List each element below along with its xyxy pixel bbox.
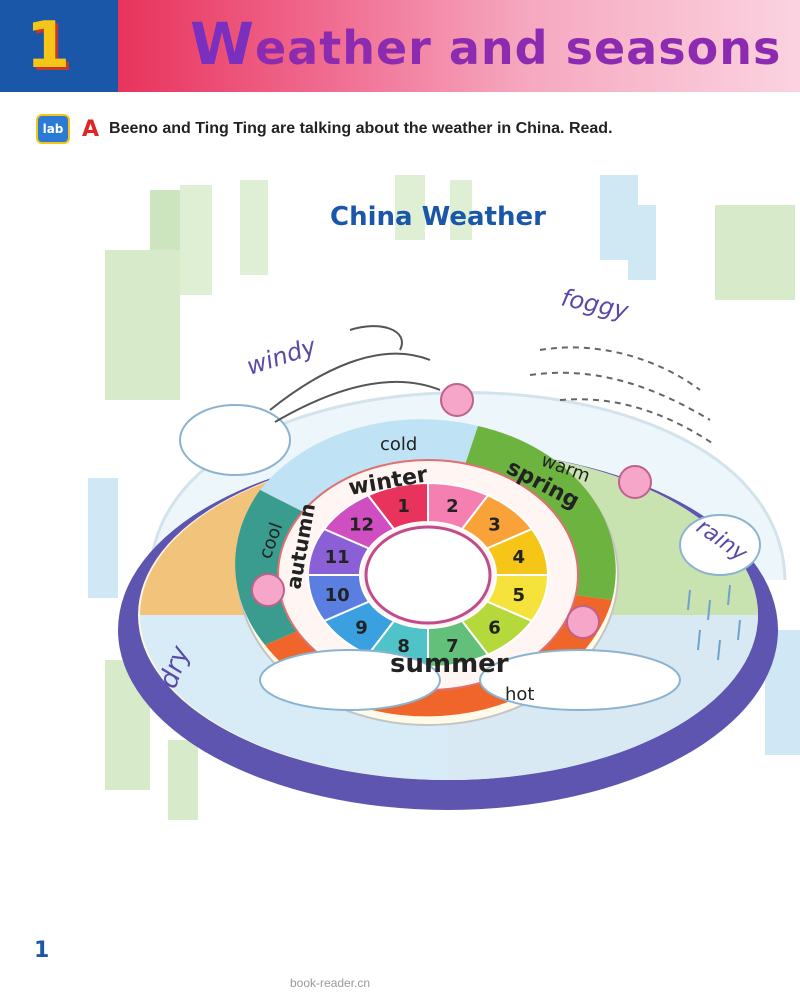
instruction-text: Beeno and Ting Ting are talking about th… [109, 120, 613, 137]
lab-icon[interactable]: lab [36, 114, 70, 144]
cold-label: cold [380, 434, 417, 455]
unit-title-first-letter: W [190, 10, 255, 78]
unit-number-box: 1 [0, 0, 118, 92]
month-label: 9 [355, 617, 368, 638]
fog-lines [529, 346, 716, 446]
illustration-title: China Weather [330, 202, 546, 232]
instruction-row: lab A Beeno and Ting Ting are talking ab… [36, 114, 613, 144]
month-label: 2 [446, 496, 459, 517]
watermark: book-reader.cn [290, 976, 371, 990]
rain-lines [687, 584, 741, 661]
foggy-label: foggy [559, 283, 632, 325]
month-label: 7 [446, 636, 459, 657]
month-label: 11 [325, 547, 350, 568]
activity-letter: A [82, 116, 100, 142]
unit-header: 1 Weather and seasons [0, 0, 800, 92]
month-label: 5 [513, 585, 526, 606]
month-label: 10 [325, 585, 350, 606]
month-label: 3 [488, 515, 501, 536]
wind-lines [269, 325, 441, 423]
character-figures [251, 383, 652, 639]
unit-number: 1 [25, 9, 71, 83]
month-segment [322, 494, 396, 550]
month-ring-center [364, 525, 492, 625]
month-label: 12 [349, 515, 374, 536]
month-label: 4 [513, 547, 526, 568]
title-band [118, 0, 800, 92]
month-label: 8 [397, 636, 410, 657]
windy-label: windy [243, 332, 320, 381]
clouds [179, 404, 761, 711]
page-number: 1 [34, 938, 50, 963]
unit-title-rest: eather and seasons [254, 21, 782, 75]
month-label: 6 [488, 617, 501, 638]
month-label: 1 [397, 496, 410, 517]
hot-label: hot [505, 684, 534, 705]
summer-label: summer [390, 649, 509, 679]
unit-title: Weather and seasons [190, 10, 781, 78]
